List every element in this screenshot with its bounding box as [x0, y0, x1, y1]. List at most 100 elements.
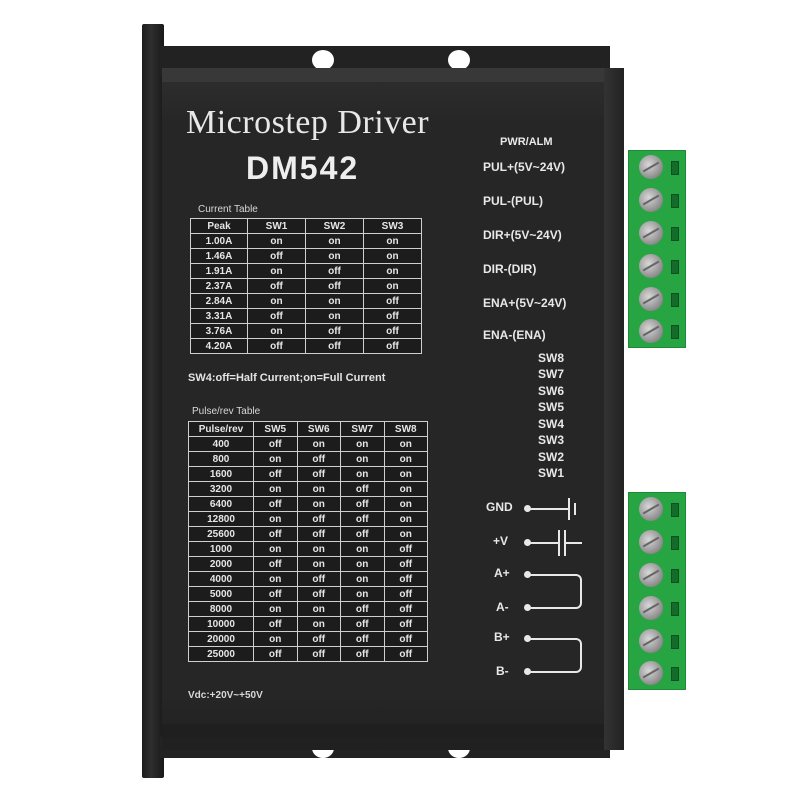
- terminal-screw-dir-minus[interactable]: [639, 254, 663, 278]
- cell: off: [296, 511, 341, 527]
- cell: 400: [188, 436, 254, 452]
- cell: off: [383, 586, 428, 602]
- terminal-screw-gnd[interactable]: [639, 497, 663, 521]
- terminal-screw-pul-plus[interactable]: [639, 155, 663, 179]
- product-title: Microstep Driver: [186, 104, 430, 141]
- terminal-screw-b-minus[interactable]: [639, 661, 663, 685]
- cell: off: [383, 631, 428, 647]
- cell: 5000: [188, 586, 254, 602]
- dip-label-sw3: SW3: [538, 433, 565, 447]
- dot: [524, 571, 531, 578]
- dot: [524, 604, 531, 611]
- cell: on: [340, 466, 385, 482]
- wire: [528, 671, 570, 673]
- cell: off: [383, 601, 428, 617]
- cell: on: [363, 263, 422, 279]
- cell: 20000: [188, 631, 254, 647]
- wire: [566, 542, 582, 544]
- cell: off: [383, 571, 428, 587]
- cell: on: [340, 586, 385, 602]
- terminal-slot: [671, 536, 679, 550]
- terminal-screw-a-plus[interactable]: [639, 563, 663, 587]
- pulse-header-sw5: SW5: [253, 421, 298, 437]
- label-b-minus: B-: [496, 664, 509, 678]
- terminal-slot: [671, 194, 679, 208]
- terminal-screw-pul-minus[interactable]: [639, 188, 663, 212]
- cell: off: [305, 323, 364, 339]
- cell: off: [383, 646, 428, 662]
- cell: on: [363, 248, 422, 264]
- cell: 3.76A: [190, 323, 248, 339]
- cell: on: [305, 233, 364, 249]
- label-plus-v: +V: [493, 534, 509, 548]
- cell: on: [383, 496, 428, 512]
- terminal-screw-a-minus[interactable]: [639, 596, 663, 620]
- terminal-screw-ena-plus[interactable]: [639, 287, 663, 311]
- cell: on: [296, 481, 341, 497]
- coil-a-icon: [570, 574, 582, 609]
- cell: off: [340, 601, 385, 617]
- power-terminal-block: [628, 492, 686, 690]
- cell: on: [253, 451, 298, 467]
- cell: on: [305, 248, 364, 264]
- cell: off: [305, 263, 364, 279]
- cell: 2000: [188, 556, 254, 572]
- capacitor-symbol-icon: [558, 530, 560, 556]
- cell: 800: [188, 451, 254, 467]
- cell: off: [363, 293, 422, 309]
- terminal-slot: [671, 325, 679, 339]
- dot: [524, 635, 531, 642]
- terminal-slot: [671, 667, 679, 681]
- terminal-slot: [671, 227, 679, 241]
- cell: off: [383, 616, 428, 632]
- cell: on: [253, 511, 298, 527]
- coil-b-icon: [570, 638, 582, 673]
- dip-label-sw1: SW1: [538, 466, 565, 480]
- cell: 8000: [188, 601, 254, 617]
- dip-label-sw2: SW2: [538, 450, 565, 464]
- cell: off: [253, 556, 298, 572]
- pulse-table-caption: Pulse/rev Table: [192, 406, 261, 417]
- mounting-hole-top-right: [448, 50, 470, 70]
- cell: off: [253, 466, 298, 482]
- current-table-caption: Current Table: [198, 204, 258, 215]
- cell: off: [253, 496, 298, 512]
- cell: off: [363, 338, 422, 354]
- cell: on: [253, 601, 298, 617]
- terminal-screw-b-plus[interactable]: [639, 629, 663, 653]
- terminal-screw-plus-v[interactable]: [639, 530, 663, 554]
- label-ena-plus: ENA+(5V~24V): [483, 296, 567, 310]
- terminal-screw-ena-minus[interactable]: [639, 319, 663, 343]
- terminal-screw-dir-plus[interactable]: [639, 221, 663, 245]
- label-gnd: GND: [486, 500, 513, 514]
- cell: off: [296, 646, 341, 662]
- mounting-flange: [142, 24, 164, 778]
- cell: off: [296, 631, 341, 647]
- cell: on: [253, 481, 298, 497]
- cell: on: [363, 233, 422, 249]
- cell: on: [383, 511, 428, 527]
- cell: on: [340, 436, 385, 452]
- cell: off: [340, 511, 385, 527]
- label-a-minus: A-: [496, 600, 509, 614]
- terminal-slot: [671, 635, 679, 649]
- cell: on: [296, 436, 341, 452]
- cell: off: [296, 466, 341, 482]
- cell: on: [296, 496, 341, 512]
- cell: off: [363, 308, 422, 324]
- ground-symbol-icon: [568, 498, 570, 520]
- cell: on: [296, 616, 341, 632]
- current-header-sw2: SW2: [305, 218, 364, 234]
- cell: 4000: [188, 571, 254, 587]
- terminal-slot: [671, 161, 679, 175]
- cell: off: [253, 586, 298, 602]
